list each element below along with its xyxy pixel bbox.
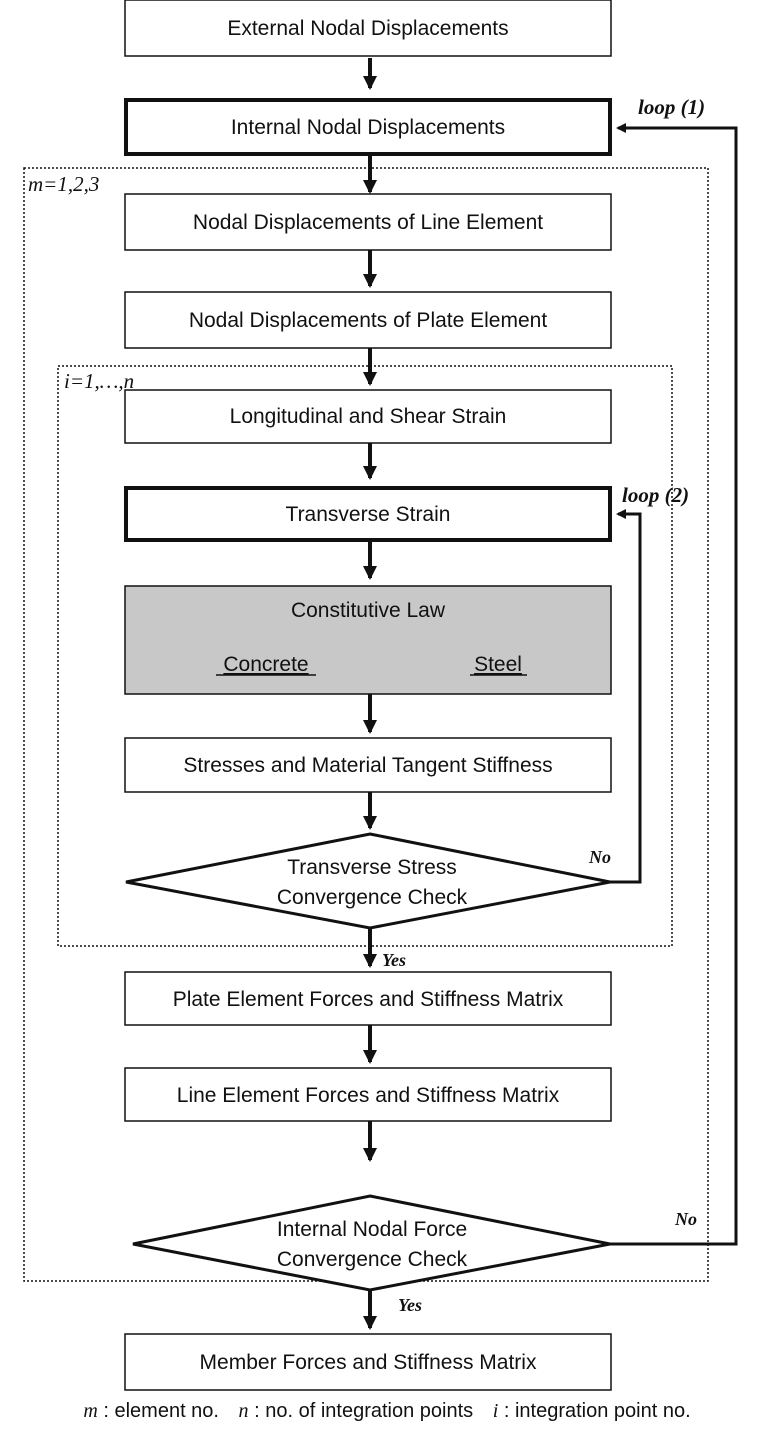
legend: m : element no. n : no. of integration p… (0, 1400, 774, 1423)
legend-i-text: : integration point no. (503, 1400, 691, 1422)
loop-2-label: loop (2) (622, 483, 689, 507)
transverse-yes-label: Yes (382, 950, 406, 970)
diamond-internal-nodal-force-check: Internal Nodal Force Convergence Check (132, 1194, 611, 1292)
box-internal-nodal-displacements: Internal Nodal Displacements (124, 98, 612, 156)
loop-1-label: loop (1) (638, 95, 705, 119)
m-range-label: m=1,2,3 (28, 172, 99, 196)
legend-n-text: : no. of integration points (254, 1400, 474, 1422)
box-label: Transverse Strain (286, 503, 451, 526)
box-label: Line Element Forces and Stiffness Matrix (177, 1084, 560, 1107)
box-label: Member Forces and Stiffness Matrix (200, 1351, 537, 1374)
box-line-element-forces: Line Element Forces and Stiffness Matrix (124, 1067, 612, 1122)
box-line-element-displacements: Nodal Displacements of Line Element (124, 193, 612, 251)
box-label: External Nodal Displacements (227, 17, 508, 40)
legend-m-text: : element no. (103, 1400, 219, 1422)
nodal-no-label: No (674, 1209, 697, 1229)
transverse-no-label: No (588, 847, 611, 867)
box-member-forces: Member Forces and Stiffness Matrix (124, 1333, 612, 1391)
loop-1-connector (610, 123, 738, 1246)
legend-m-symbol: m (83, 1400, 98, 1422)
diamond-label-line2: Convergence Check (277, 886, 468, 909)
box-constitutive-law: Constitutive Law Concrete Steel (124, 585, 612, 695)
diamond-label-line2: Convergence Check (277, 1248, 468, 1271)
box-label: Plate Element Forces and Stiffness Matri… (173, 988, 564, 1011)
diamond-transverse-stress-check: Transverse Stress Convergence Check (125, 832, 611, 930)
box-label: Nodal Displacements of Plate Element (189, 309, 548, 332)
diamond-label-line1: Transverse Stress (287, 856, 457, 879)
box-external-nodal-displacements: External Nodal Displacements (124, 0, 612, 57)
loop-2-connector (610, 509, 642, 884)
box-plate-element-displacements: Nodal Displacements of Plate Element (124, 291, 612, 349)
box-label: Longitudinal and Shear Strain (230, 405, 507, 428)
i-range-label: i=1,…,n (64, 369, 134, 393)
box-label: Stresses and Material Tangent Stiffness (183, 754, 552, 777)
inner-loop-frame (57, 365, 673, 947)
box-label: Nodal Displacements of Line Element (193, 211, 543, 234)
steel-label: Steel (474, 653, 522, 676)
box-stresses-tangent-stiffness: Stresses and Material Tangent Stiffness (124, 737, 612, 793)
nodal-yes-label: Yes (398, 1295, 422, 1315)
box-transverse-strain: Transverse Strain (124, 486, 612, 542)
box-plate-element-forces: Plate Element Forces and Stiffness Matri… (124, 971, 612, 1026)
constitutive-law-title: Constitutive Law (291, 599, 446, 622)
outer-loop-frame (23, 167, 709, 1282)
flowchart: External Nodal Displacements Internal No… (23, 0, 738, 1391)
box-longitudinal-shear-strain: Longitudinal and Shear Strain (124, 389, 612, 444)
legend-n-symbol: n (238, 1400, 249, 1422)
box-label: Internal Nodal Displacements (231, 116, 505, 139)
legend-i-symbol: i (492, 1400, 499, 1422)
concrete-label: Concrete (223, 653, 308, 676)
diamond-label-line1: Internal Nodal Force (277, 1218, 467, 1241)
